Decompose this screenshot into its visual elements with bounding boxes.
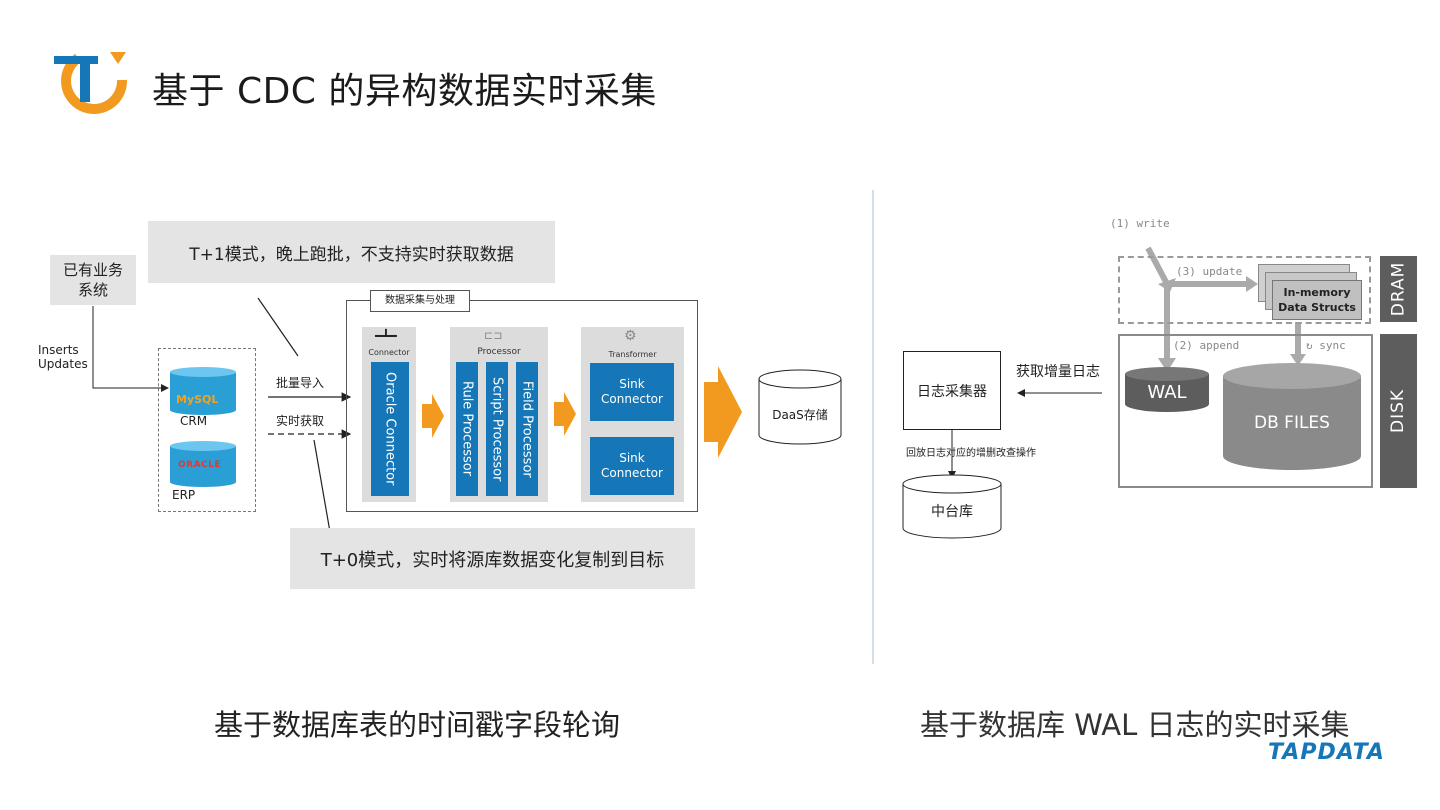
field-processor-block: Field Processor <box>516 362 538 496</box>
sink-connector-1: Sink Connector <box>590 363 674 421</box>
processor-label: Processor <box>477 347 521 357</box>
brand-logo-icon <box>54 52 128 114</box>
gear-icon: ⚙ <box>624 328 637 344</box>
connector-label: Connector <box>368 348 410 357</box>
right-caption: 基于数据库 WAL 日志的实时采集 <box>920 708 1350 742</box>
fetch-incremental-label: 获取增量日志 <box>1016 364 1100 380</box>
wal-label: WAL <box>1147 382 1187 403</box>
crm-label: CRM <box>180 414 208 428</box>
disk-sidebar: DISK <box>1380 334 1417 488</box>
inmemory-data-structs: In-memory Data Structs <box>1272 280 1362 320</box>
middle-db-label: 中台库 <box>931 504 973 520</box>
collection-processing-panel <box>346 300 698 512</box>
rule-processor-block: Rule Processor <box>456 362 478 496</box>
sync-icon: ↻ <box>1306 339 1313 352</box>
sync-label: ↻ sync <box>1306 339 1346 352</box>
panel-title: 数据采集与处理 <box>370 290 470 312</box>
db-files-label: DB FILES <box>1254 413 1330 433</box>
mysql-logo-text: MySQL <box>176 393 219 406</box>
source-db-group <box>158 348 256 512</box>
big-orange-arrow-icon <box>704 366 742 458</box>
processor-icon: ⊏⊐ <box>484 329 503 342</box>
connector-icon: ━┻━ <box>375 329 397 343</box>
brand-wordmark: TAPDATA <box>1268 740 1385 765</box>
append-label: (2) append <box>1173 339 1240 352</box>
oracle-db-icon <box>170 441 236 487</box>
script-processor-block: Script Processor <box>486 362 508 496</box>
dram-sidebar: DRAM <box>1380 256 1417 322</box>
update-label: (3) update <box>1176 265 1243 278</box>
inserts-updates-label: Inserts Updates <box>38 343 88 371</box>
log-collector-box: 日志采集器 <box>903 351 1001 430</box>
realtime-fetch-label: 实时获取 <box>276 414 325 428</box>
mysql-db-icon <box>170 367 236 415</box>
t0-mode-note: T+0模式，实时将源库数据变化复制到目标 <box>290 528 695 589</box>
t1-mode-note: T+1模式，晚上跑批，不支持实时获取数据 <box>148 221 555 283</box>
page-title: 基于 CDC 的异构数据实时采集 <box>152 71 657 112</box>
orange-arrow-1-icon <box>422 394 444 438</box>
oracle-connector-block: Oracle Connector <box>371 362 409 496</box>
write-label: (1) write <box>1110 217 1170 230</box>
field-processor-text: Field Processor <box>519 380 535 478</box>
disk-region <box>1118 334 1373 488</box>
erp-label: ERP <box>172 488 196 502</box>
batch-import-label: 批量导入 <box>276 376 325 390</box>
replay-ops-label: 回放日志对应的增删改查操作 <box>906 448 1036 459</box>
orange-arrow-2-icon <box>554 392 576 436</box>
db-files-cylinder-icon <box>1223 363 1361 470</box>
daas-storage-label: DaaS存储 <box>772 408 828 422</box>
source-system-box: 已有业务 系统 <box>50 255 136 305</box>
daas-storage-icon <box>758 369 842 445</box>
wal-cylinder-icon <box>1125 367 1209 412</box>
oracle-logo-text: ORACLE <box>178 460 222 470</box>
dram-region <box>1118 256 1371 324</box>
script-processor-text: Script Processor <box>489 376 505 482</box>
left-caption: 基于数据库表的时间戳字段轮询 <box>214 708 621 742</box>
sync-text: sync <box>1319 339 1346 352</box>
sink-connector-2: Sink Connector <box>590 437 674 495</box>
oracle-connector-text: Oracle Connector <box>382 372 398 486</box>
transformer-label: Transformer <box>608 350 657 359</box>
middle-db-icon <box>902 474 1002 539</box>
rule-processor-text: Rule Processor <box>459 381 475 477</box>
